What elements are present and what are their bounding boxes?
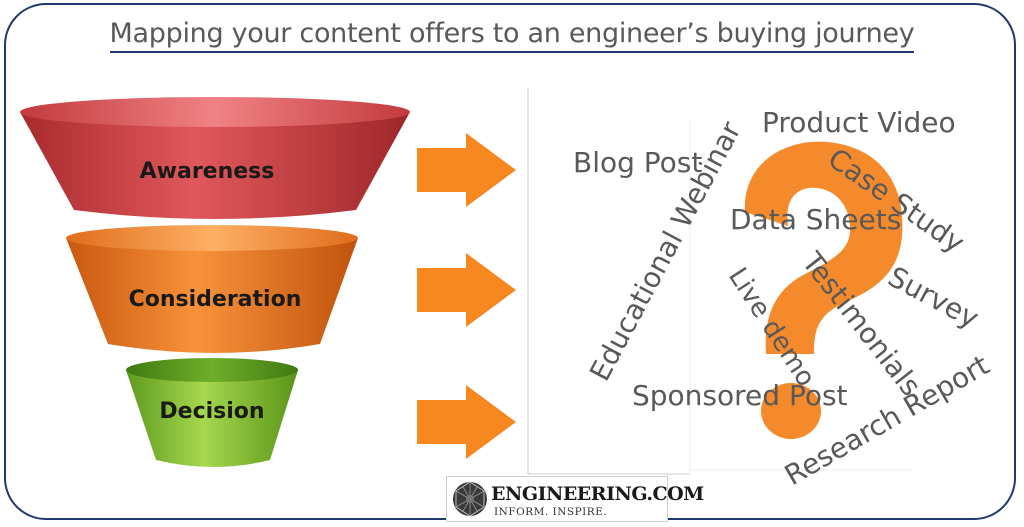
offer-sponsored-post: Sponsored Post xyxy=(632,379,848,412)
funnel-stage-decision: Decision xyxy=(126,358,298,467)
funnel-stage-consideration: Consideration xyxy=(66,225,358,353)
stage-label-decision: Decision xyxy=(159,399,264,424)
offer-product-video: Product Video xyxy=(762,106,956,139)
slide-title: Mapping your content offers to an engine… xyxy=(0,18,1024,53)
engineering-com-logo: ENGINEERING.COM INFORM. INSPIRE. xyxy=(446,476,704,522)
arrow-right-decision xyxy=(417,385,516,459)
arrow-right-consideration xyxy=(417,253,516,327)
logo-name: ENGINEERING.COM xyxy=(491,483,704,505)
offer-data-sheets: Data Sheets xyxy=(730,203,901,236)
arrow-right-awareness xyxy=(417,133,516,207)
title-text: Mapping your content offers to an engine… xyxy=(109,18,915,53)
question-mark-icon xyxy=(744,141,903,439)
stage-label-awareness: Awareness xyxy=(140,159,275,184)
stage-label-consideration: Consideration xyxy=(129,287,302,312)
offer-survey: Survey xyxy=(883,260,984,335)
funnel-stage-awareness: Awareness xyxy=(20,97,410,219)
logo-tagline: INFORM. INSPIRE. xyxy=(494,506,608,518)
offer-blog-post: Blog Post xyxy=(573,146,702,179)
geodesic-sphere-icon xyxy=(453,481,487,517)
